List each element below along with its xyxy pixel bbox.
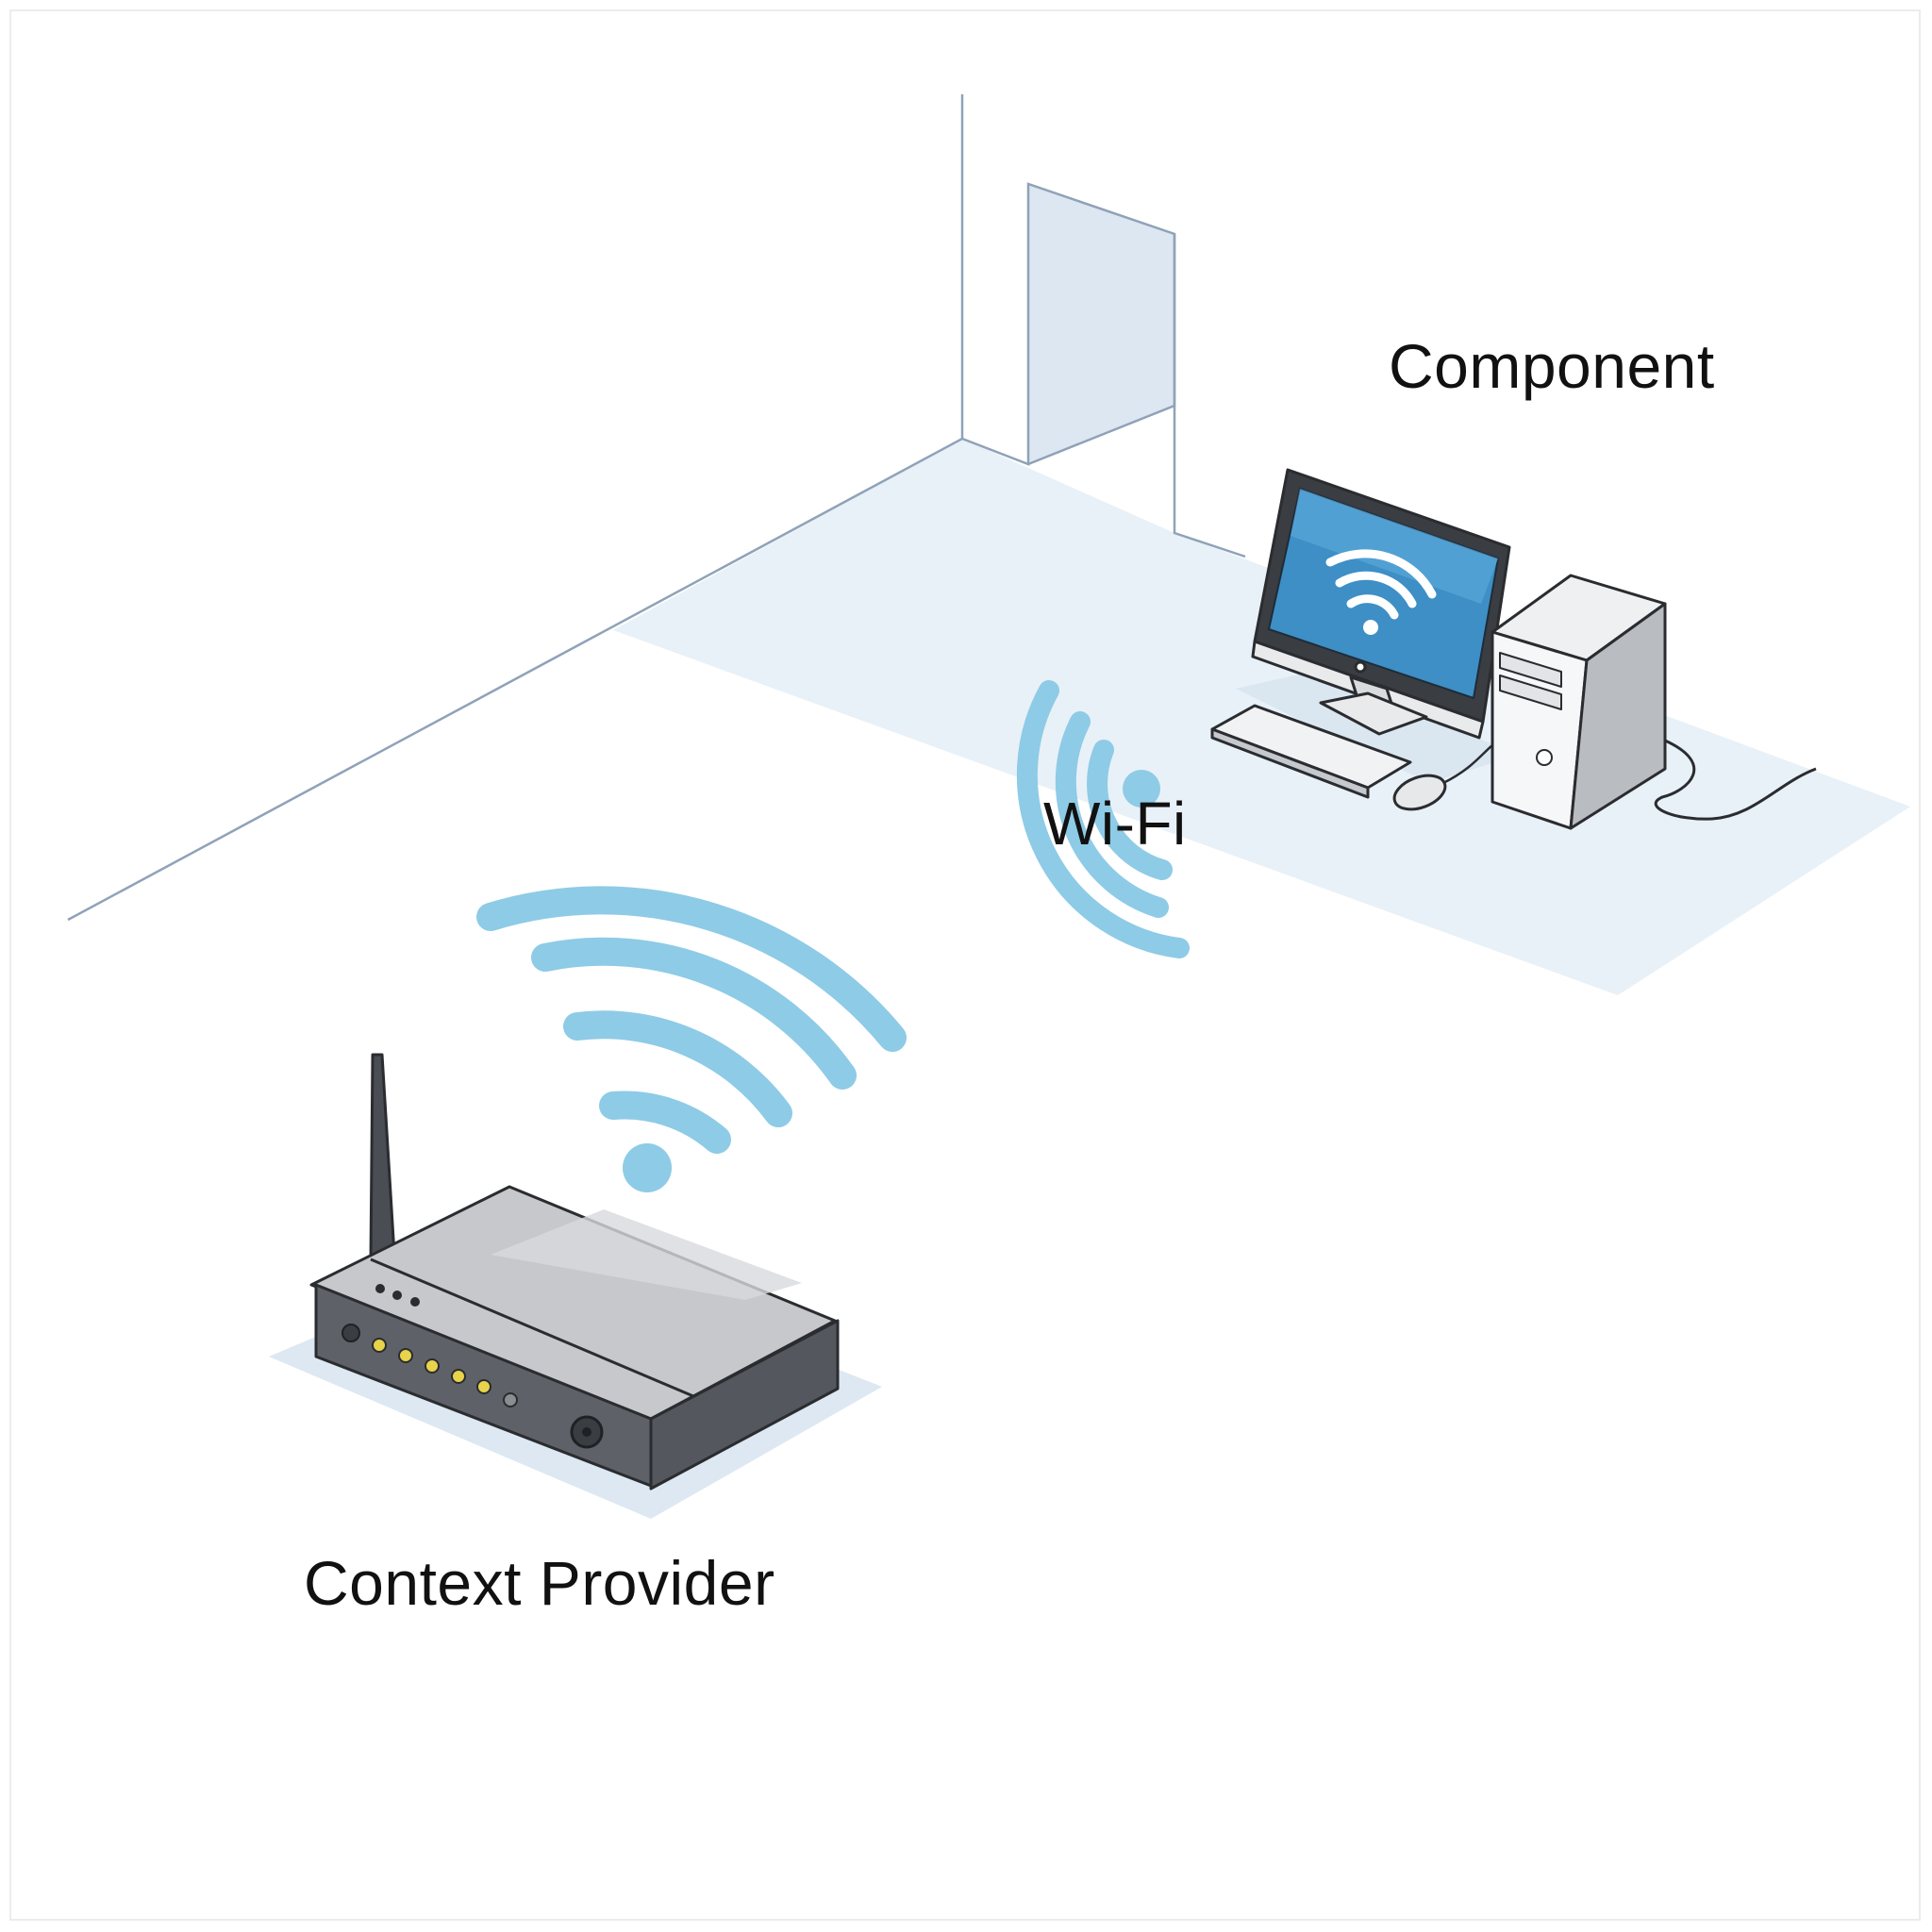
image-border [9, 9, 1921, 1921]
signal-arc [563, 1010, 792, 1127]
monitor-base [1319, 691, 1428, 736]
router-side [649, 1319, 840, 1491]
power-button [341, 1324, 360, 1342]
wall-panel-outline [961, 182, 1176, 466]
keyboard-edge [1210, 727, 1370, 799]
context-provider-label: Context Provider [304, 1548, 775, 1618]
indicator-dot [375, 1284, 385, 1293]
tower-side [1569, 602, 1667, 830]
signal-dot [1363, 620, 1378, 635]
power-cable [1654, 739, 1817, 821]
signal-arc [476, 886, 907, 1052]
drive-bay [1499, 675, 1562, 710]
wifi-signal-icon [476, 886, 907, 1192]
indicator-dot [392, 1291, 402, 1300]
coax-port-center [582, 1427, 591, 1437]
indicator-dot [410, 1297, 420, 1307]
screen-glare [1291, 489, 1498, 604]
router-top-sheen [491, 1209, 802, 1300]
screen-wifi-icon [1325, 549, 1437, 635]
signal-arc [1325, 549, 1437, 599]
desktop-computer-icon [1210, 468, 1817, 830]
signal-dot [623, 1143, 672, 1192]
signal-arc [1335, 571, 1417, 608]
floor-edge-left [67, 437, 963, 922]
led [372, 1338, 387, 1353]
led [451, 1369, 466, 1384]
signal-arc [1087, 740, 1173, 880]
room [67, 94, 1910, 995]
wall-panel [1028, 184, 1174, 464]
wifi-signal-icon [1016, 680, 1190, 958]
floor-edge-back [1173, 234, 1246, 558]
led [503, 1392, 518, 1407]
antenna [369, 1053, 396, 1260]
monitor-logo [1354, 660, 1367, 674]
router-seam [370, 1257, 694, 1398]
drive-bay [1499, 652, 1562, 688]
signal-arc [599, 1091, 731, 1154]
led [398, 1348, 413, 1363]
led [476, 1379, 491, 1394]
signal-arc [1016, 680, 1190, 958]
component-label: Component [1389, 331, 1715, 401]
signal-arc [1346, 594, 1399, 620]
tower-power-button [1536, 749, 1553, 766]
router-leds [341, 1284, 604, 1449]
wifi-label: Wi-Fi [1043, 790, 1187, 858]
signal-arc [531, 937, 857, 1090]
signal-arc [1055, 711, 1169, 918]
signal-dot [1123, 770, 1160, 808]
led [425, 1358, 440, 1374]
mouse-cable [1442, 744, 1493, 785]
